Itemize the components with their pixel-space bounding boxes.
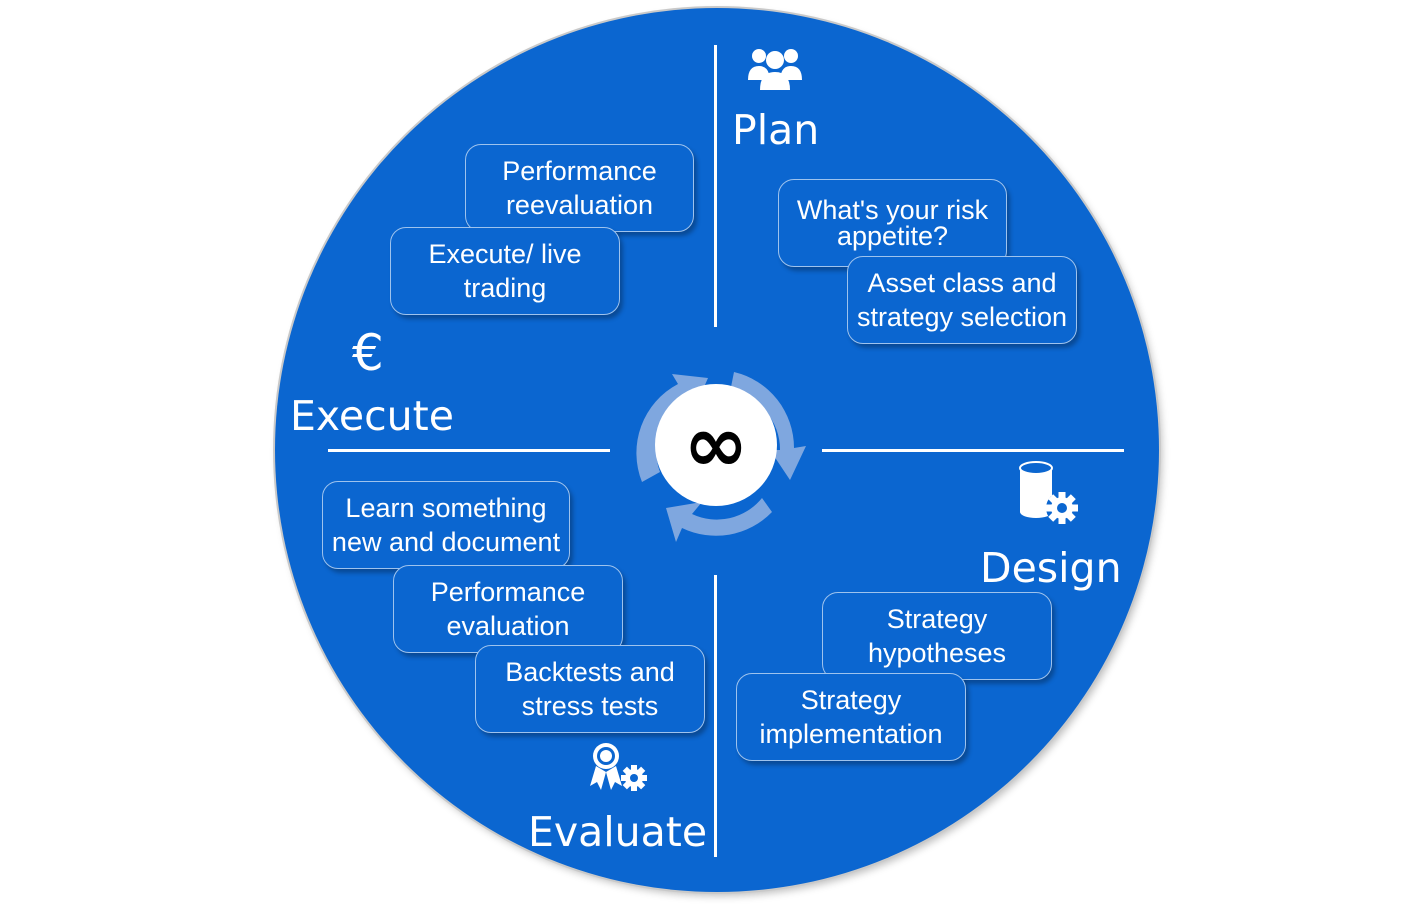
- box-risk-appetite: What's your risk appetite?: [778, 179, 1007, 267]
- phase-title-evaluate: Evaluate: [528, 808, 708, 856]
- database-gear-icon: [1019, 461, 1078, 524]
- phase-title-execute: Execute: [290, 392, 454, 440]
- box-strategy-implementation: Strategy implementation: [736, 673, 966, 761]
- people-group-icon: [748, 49, 802, 90]
- center-disc: [655, 384, 777, 506]
- divider-left: [328, 449, 610, 452]
- award-ribbon-gear-icon: [590, 743, 647, 791]
- box-asset-class-selection: Asset class and strategy selection: [847, 256, 1077, 344]
- box-backtests-stress: Backtests and stress tests: [475, 645, 705, 733]
- box-execute-live-trading: Execute/ live trading: [390, 227, 620, 315]
- box-performance-evaluation: Performance evaluation: [393, 565, 623, 653]
- euro-icon: €: [352, 324, 384, 382]
- box-learn-document: Learn something new and document: [322, 481, 570, 569]
- box-performance-reevaluation: Performance reevaluation: [465, 144, 694, 232]
- box-strategy-hypotheses: Strategy hypotheses: [822, 592, 1052, 680]
- divider-right: [822, 449, 1124, 452]
- infinity-symbol: ∞: [683, 400, 749, 490]
- phase-title-design: Design: [980, 544, 1122, 592]
- phase-title-plan: Plan: [732, 106, 820, 154]
- divider-bottom: [714, 575, 717, 857]
- divider-top: [714, 45, 717, 327]
